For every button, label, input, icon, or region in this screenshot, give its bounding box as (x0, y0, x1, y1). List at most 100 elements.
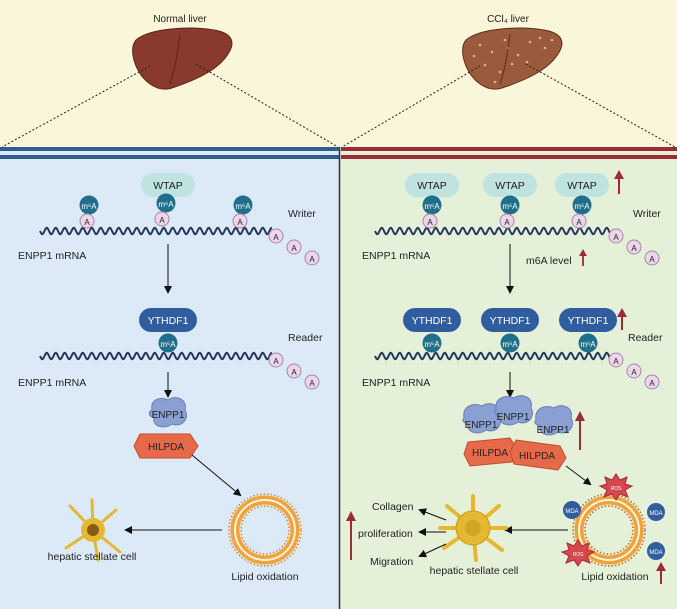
svg-text:m⁶A: m⁶A (424, 340, 440, 349)
svg-text:ENPP1: ENPP1 (152, 410, 185, 421)
svg-text:MDA: MDA (649, 550, 662, 556)
svg-text:A: A (291, 368, 297, 377)
m6a-mark: m⁶A A (499, 195, 520, 229)
enpp1-protein: ENPP1 (462, 403, 501, 434)
reader-label: Reader (628, 332, 663, 344)
svg-text:WTAP: WTAP (417, 180, 447, 192)
m6a-mark: m⁶A A (571, 195, 592, 229)
lipid-vesicle (228, 493, 302, 567)
svg-text:HILPDA: HILPDA (148, 442, 184, 453)
writer-label: Writer (288, 208, 316, 220)
svg-text:m⁶A: m⁶A (158, 200, 174, 209)
enpp1-protein: ENPP1 (534, 405, 573, 436)
ros-burst-icon: ROS (598, 473, 634, 501)
enpp1-mrna-label: ENPP1 mRNA (362, 250, 430, 262)
hilpda-protein: HILPDA (133, 433, 199, 459)
m6a-mark: m⁶A A (422, 195, 442, 229)
svg-text:A: A (273, 233, 279, 242)
migration-label: Migration (370, 556, 413, 568)
enpp1-protein: ENPP1 (148, 397, 187, 428)
left-band (0, 147, 339, 159)
svg-text:m⁶A: m⁶A (160, 340, 176, 349)
ythdf1-protein: YTHDF1 (403, 308, 461, 332)
collagen-label: Collagen (372, 501, 414, 513)
enpp1-mrna-label: ENPP1 mRNA (18, 377, 86, 389)
top-panel-bg (0, 0, 677, 147)
wtap-protein: WTAP (405, 173, 459, 197)
ythdf1-protein: YTHDF1 (481, 308, 539, 332)
mda-molecule: MDA (563, 501, 581, 519)
mda-molecule: MDA (647, 503, 665, 521)
wtap-protein: WTAP (141, 173, 195, 197)
svg-text:YTHDF1: YTHDF1 (148, 315, 189, 327)
svg-text:m⁶A: m⁶A (574, 202, 590, 211)
proliferation-label: proliferation (358, 528, 413, 540)
enpp1-mrna-label: ENPP1 mRNA (18, 250, 86, 262)
enpp1-mrna-label: ENPP1 mRNA (362, 377, 430, 389)
ccl4-liver-title: CCl₄ liver (487, 14, 530, 25)
ythdf1-protein: YTHDF1 (139, 308, 197, 332)
lipid-oxidation-label: Lipid oxidation (581, 571, 648, 583)
svg-text:ENPP1: ENPP1 (537, 425, 570, 436)
hepatic-stellate-cell (64, 498, 122, 562)
svg-text:ROS: ROS (573, 552, 585, 558)
ccl4-liver-icon (462, 27, 563, 90)
svg-text:WTAP: WTAP (495, 180, 525, 192)
ythdf1-protein: YTHDF1 (559, 308, 617, 332)
svg-text:MDA: MDA (649, 511, 662, 517)
svg-text:HILPDA: HILPDA (519, 451, 555, 462)
flow-arrow (191, 454, 242, 497)
lipid-oxidation-label: Lipid oxidation (231, 571, 298, 583)
stellate-cell-label: hepatic stellate cell (48, 551, 137, 563)
svg-text:YTHDF1: YTHDF1 (568, 315, 609, 327)
svg-text:ENPP1: ENPP1 (465, 420, 498, 431)
svg-text:m⁶A: m⁶A (235, 202, 251, 211)
flow-arrow (418, 543, 447, 558)
zoom-lines (1, 63, 676, 148)
poly-a-tail: A A A (608, 228, 660, 266)
ros-burst-icon: ROS (560, 539, 596, 567)
m6a-mark: m⁶A A (79, 195, 99, 229)
normal-liver-title: Normal liver (153, 14, 207, 25)
svg-text:m⁶A: m⁶A (502, 340, 518, 349)
poly-a-tail: A A A (268, 352, 320, 390)
mrna-strand (374, 226, 613, 236)
left-panel-bg (0, 147, 340, 609)
svg-text:A: A (504, 218, 510, 227)
flow-arrow (565, 465, 592, 486)
right-band (341, 147, 677, 159)
m6a-mark: m⁶A (578, 333, 598, 353)
svg-text:A: A (649, 255, 655, 264)
m6a-mark: m⁶A (158, 333, 178, 353)
svg-text:A: A (613, 357, 619, 366)
up-arrow-icon (656, 562, 666, 584)
up-arrow-icon (346, 511, 356, 560)
svg-text:A: A (291, 244, 297, 253)
writer-label: Writer (633, 208, 661, 220)
svg-text:MDA: MDA (565, 509, 578, 515)
mda-molecule: MDA (647, 542, 665, 560)
hepatic-stellate-cell (438, 494, 508, 562)
svg-text:ROS: ROS (611, 486, 623, 492)
svg-text:A: A (613, 233, 619, 242)
svg-text:m⁶A: m⁶A (502, 202, 518, 211)
m6a-mark: m⁶A A (232, 195, 253, 229)
poly-a-tail: A A A (608, 352, 660, 390)
svg-text:A: A (309, 255, 315, 264)
stellate-cell-label: hepatic stellate cell (430, 565, 519, 577)
svg-text:A: A (427, 218, 433, 227)
up-arrow-icon (579, 249, 587, 266)
hilpda-protein: HILPDA (509, 439, 567, 471)
svg-text:WTAP: WTAP (567, 180, 597, 192)
mrna-strand (39, 226, 273, 236)
m6a-mark: m⁶A (500, 333, 520, 353)
svg-text:m⁶A: m⁶A (81, 202, 97, 211)
svg-text:A: A (631, 244, 637, 253)
m6a-level-label: m6A level (526, 255, 572, 267)
svg-text:A: A (576, 218, 582, 227)
svg-text:YTHDF1: YTHDF1 (490, 315, 531, 327)
up-arrow-icon (575, 411, 585, 450)
svg-text:A: A (159, 216, 165, 225)
